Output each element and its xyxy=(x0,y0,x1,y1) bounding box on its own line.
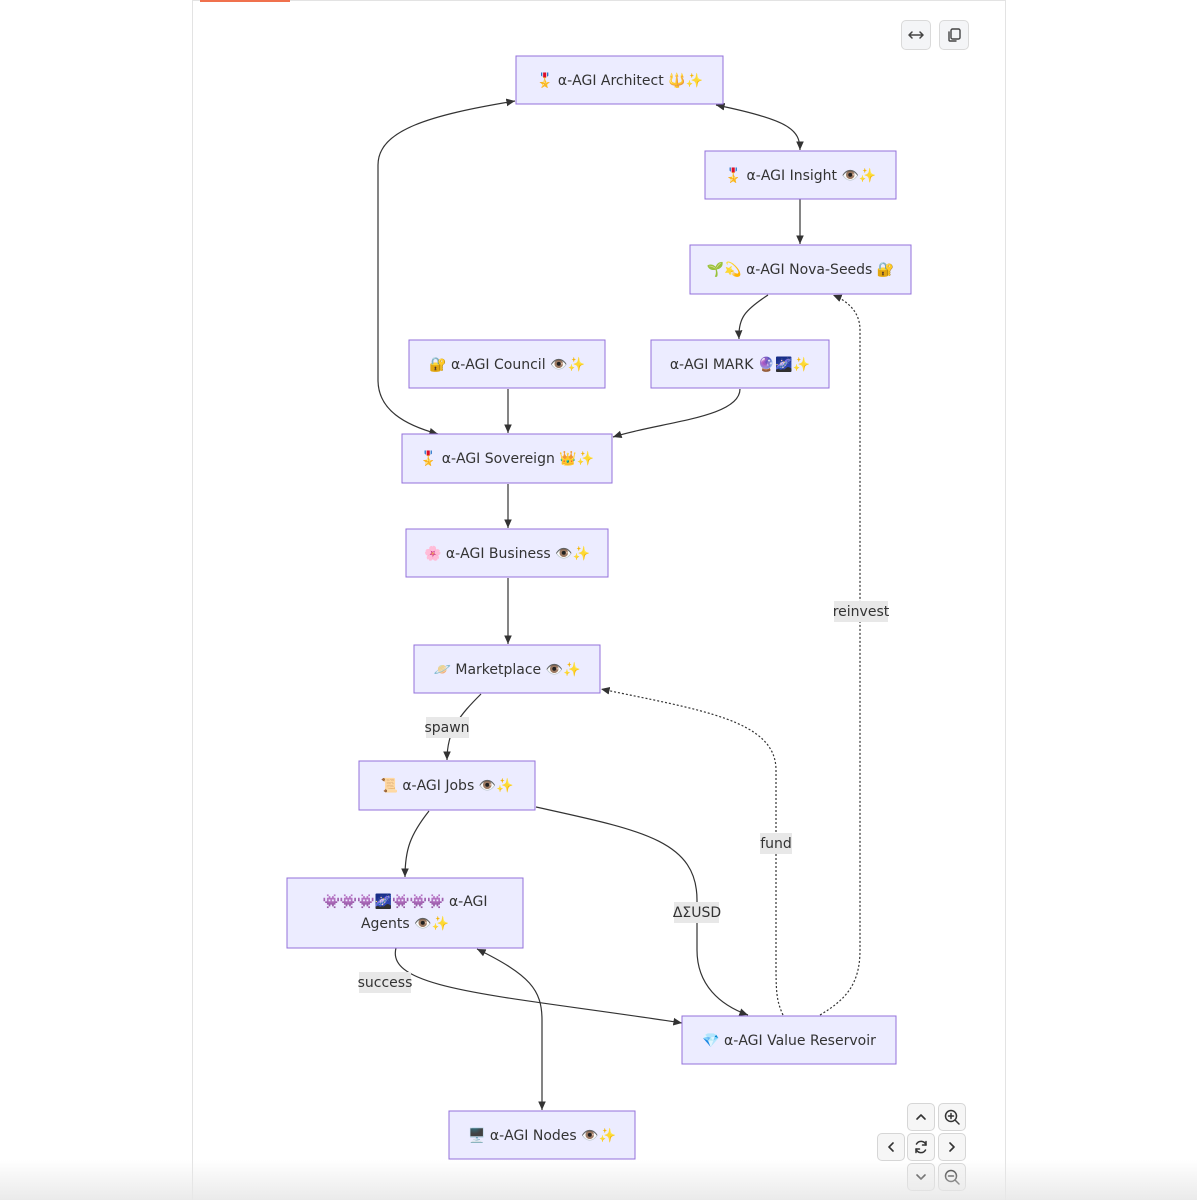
edge-architect-insight xyxy=(715,102,804,151)
node-jobs-label: 📜 α-AGI Jobs 👁️✨ xyxy=(380,777,513,794)
node-reservoir-label: 💎 α-AGI Value Reservoir xyxy=(702,1033,876,1049)
node-novaseeds[interactable]: 🌱💫 α-AGI Nova-Seeds 🔐 xyxy=(689,244,912,295)
node-jobs[interactable]: 📜 α-AGI Jobs 👁️✨ xyxy=(358,760,536,811)
edge-reservoir-marketplace xyxy=(600,687,784,1016)
pan-down-button[interactable] xyxy=(907,1163,935,1191)
node-marketplace[interactable]: 🪐 Marketplace 👁️✨ xyxy=(413,644,601,694)
edge-label-dsusd-text: ΔΣUSD xyxy=(673,905,721,921)
edge-label-spawn-text: spawn xyxy=(424,720,469,736)
edge-label-dsusd: ΔΣUSD xyxy=(673,902,721,923)
node-insight-label: 🎖️ α-AGI Insight 👁️✨ xyxy=(725,167,877,184)
zoom-out-button[interactable] xyxy=(938,1163,966,1191)
node-architect[interactable]: 🎖️ α-AGI Architect 🔱✨ xyxy=(515,55,724,105)
edge-label-reinvest: reinvest xyxy=(833,601,890,622)
horizontal-arrows-icon xyxy=(908,31,924,39)
chevron-right-icon xyxy=(949,1142,955,1152)
pan-left-button[interactable] xyxy=(877,1133,905,1161)
node-agents[interactable]: 👾👾👾🌌👾👾👾 α-AGI Agents 👁️✨ xyxy=(286,877,524,949)
edge-labels: spawn success ΔΣUSD fund reinvest xyxy=(358,601,890,993)
node-novaseeds-label: 🌱💫 α-AGI Nova-Seeds 🔐 xyxy=(707,261,894,278)
edge-label-fund: fund xyxy=(760,833,792,854)
node-architect-label: 🎖️ α-AGI Architect 🔱✨ xyxy=(536,72,703,89)
diagram-frame xyxy=(192,0,1006,1200)
active-tab-indicator xyxy=(200,0,290,2)
zoom-out-icon xyxy=(944,1169,960,1185)
edge-jobs-reservoir xyxy=(535,806,749,1016)
reset-view-button[interactable] xyxy=(907,1133,935,1161)
edge-label-success: success xyxy=(358,972,413,993)
node-business-label: 🌸 α-AGI Business 👁️✨ xyxy=(424,545,590,562)
nodes: 🎖️ α-AGI Architect 🔱✨ 🎖️ α-AGI Insight 👁… xyxy=(286,55,912,1160)
node-mark-label: α-AGI MARK 🔮🌌✨ xyxy=(670,356,810,373)
node-sovereign-label: 🎖️ α-AGI Sovereign 👑✨ xyxy=(420,450,594,467)
edge-mark-sovereign xyxy=(612,388,741,439)
node-business[interactable]: 🌸 α-AGI Business 👁️✨ xyxy=(405,528,609,578)
node-agents-label-line1: 👾👾👾🌌👾👾👾 α-AGI xyxy=(322,893,487,910)
zoom-in-button[interactable] xyxy=(938,1103,966,1131)
node-council[interactable]: 🔐 α-AGI Council 👁️✨ xyxy=(408,339,606,389)
edge-agents-nodes xyxy=(476,948,546,1110)
node-mark[interactable]: α-AGI MARK 🔮🌌✨ xyxy=(650,339,830,389)
node-insight[interactable]: 🎖️ α-AGI Insight 👁️✨ xyxy=(704,150,897,200)
copy-button[interactable] xyxy=(939,20,969,50)
edge-label-spawn: spawn xyxy=(424,717,470,738)
node-reservoir[interactable]: 💎 α-AGI Value Reservoir xyxy=(681,1015,897,1065)
node-council-label: 🔐 α-AGI Council 👁️✨ xyxy=(429,356,585,373)
pan-up-button[interactable] xyxy=(907,1103,935,1131)
edges xyxy=(377,98,861,1110)
edge-novaseeds-mark xyxy=(734,294,769,340)
copy-icon xyxy=(948,28,961,42)
refresh-icon xyxy=(915,1140,927,1154)
edge-architect-sovereign xyxy=(377,98,516,436)
chevron-up-icon xyxy=(916,1114,926,1120)
zoom-in-icon xyxy=(944,1109,960,1125)
node-nodes[interactable]: 🖥️ α-AGI Nodes 👁️✨ xyxy=(448,1110,636,1160)
edge-agents-reservoir xyxy=(394,947,683,1026)
node-agents-label-line2: Agents 👁️✨ xyxy=(361,915,449,932)
chevron-down-icon xyxy=(916,1174,926,1180)
edge-label-reinvest-text: reinvest xyxy=(833,604,890,620)
pan-right-button[interactable] xyxy=(938,1133,966,1161)
expand-button[interactable] xyxy=(901,20,931,50)
chevron-left-icon xyxy=(888,1142,894,1152)
edge-reservoir-novaseeds xyxy=(819,294,861,1016)
edge-label-fund-text: fund xyxy=(760,836,792,852)
node-sovereign[interactable]: 🎖️ α-AGI Sovereign 👑✨ xyxy=(401,433,613,484)
node-nodes-label: 🖥️ α-AGI Nodes 👁️✨ xyxy=(468,1127,616,1144)
edge-jobs-agents xyxy=(401,810,430,878)
edge-label-success-text: success xyxy=(358,975,413,991)
node-marketplace-label: 🪐 Marketplace 👁️✨ xyxy=(434,661,581,678)
